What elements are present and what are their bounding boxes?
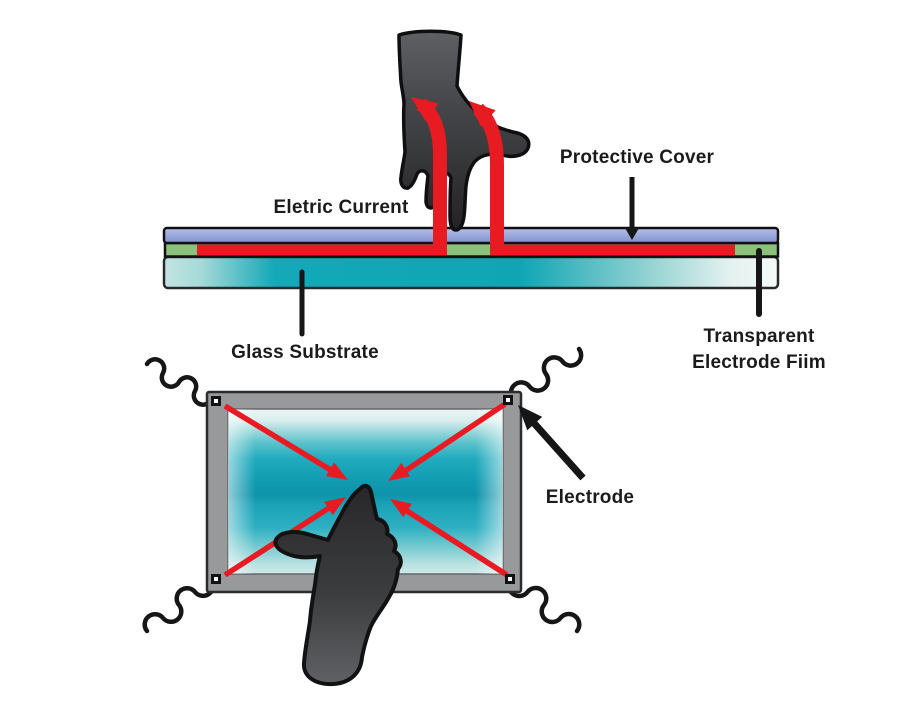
touching-hand-bottom [273, 483, 403, 687]
wire-squiggle-top-right [508, 346, 584, 402]
touching-hand-top [397, 29, 531, 232]
wire-squiggle-bottom-left [142, 576, 216, 634]
locate-arrow-bottom-right [402, 506, 509, 578]
electrode-contact-bottom-left [211, 574, 221, 584]
locate-arrow-bottom-left-head [324, 497, 346, 516]
pointer-arrowhead-protective-cover [625, 228, 639, 240]
label-transparent-electrode-film-line2: Electrode Fiim [692, 352, 826, 373]
electrode-contact-top-right [503, 395, 513, 405]
label-electric-current: Eletric Current [273, 197, 409, 218]
locate-arrow-top-left [223, 403, 336, 475]
locate-arrow-bottom-right-head [390, 499, 412, 518]
current-arrow-right-head [469, 101, 496, 127]
wire-squiggle-bottom-right [506, 576, 582, 634]
wire-squiggle-top-left [144, 357, 214, 407]
current-arrow-left-head [411, 97, 439, 122]
top-view-diagram [142, 346, 586, 687]
electrode-contact-top-left [211, 396, 221, 406]
label-transparent-electrode-film: Transparent Electrode Fiim [692, 324, 826, 376]
locate-arrow-top-left-head [325, 462, 348, 480]
protective-cover-layer [162, 226, 780, 245]
cross-section-diagram [162, 29, 780, 337]
locate-arrow-top-right [400, 401, 507, 476]
current-strip-left [197, 244, 433, 256]
locate-arrow-top-right-head [388, 462, 410, 481]
label-transparent-electrode-film-line1: Transparent [703, 326, 815, 347]
current-strip-right [504, 244, 735, 256]
label-protective-cover: Protective Cover [559, 147, 715, 168]
label-electrode: Electrode [545, 487, 635, 508]
glass-substrate-layer [162, 255, 780, 290]
electrode-contact-bottom-right [505, 574, 515, 584]
label-glass-substrate: Glass Substrate [231, 342, 379, 363]
electrode-callout-arrowhead [518, 405, 543, 431]
electrode-callout-arrow [530, 419, 586, 481]
